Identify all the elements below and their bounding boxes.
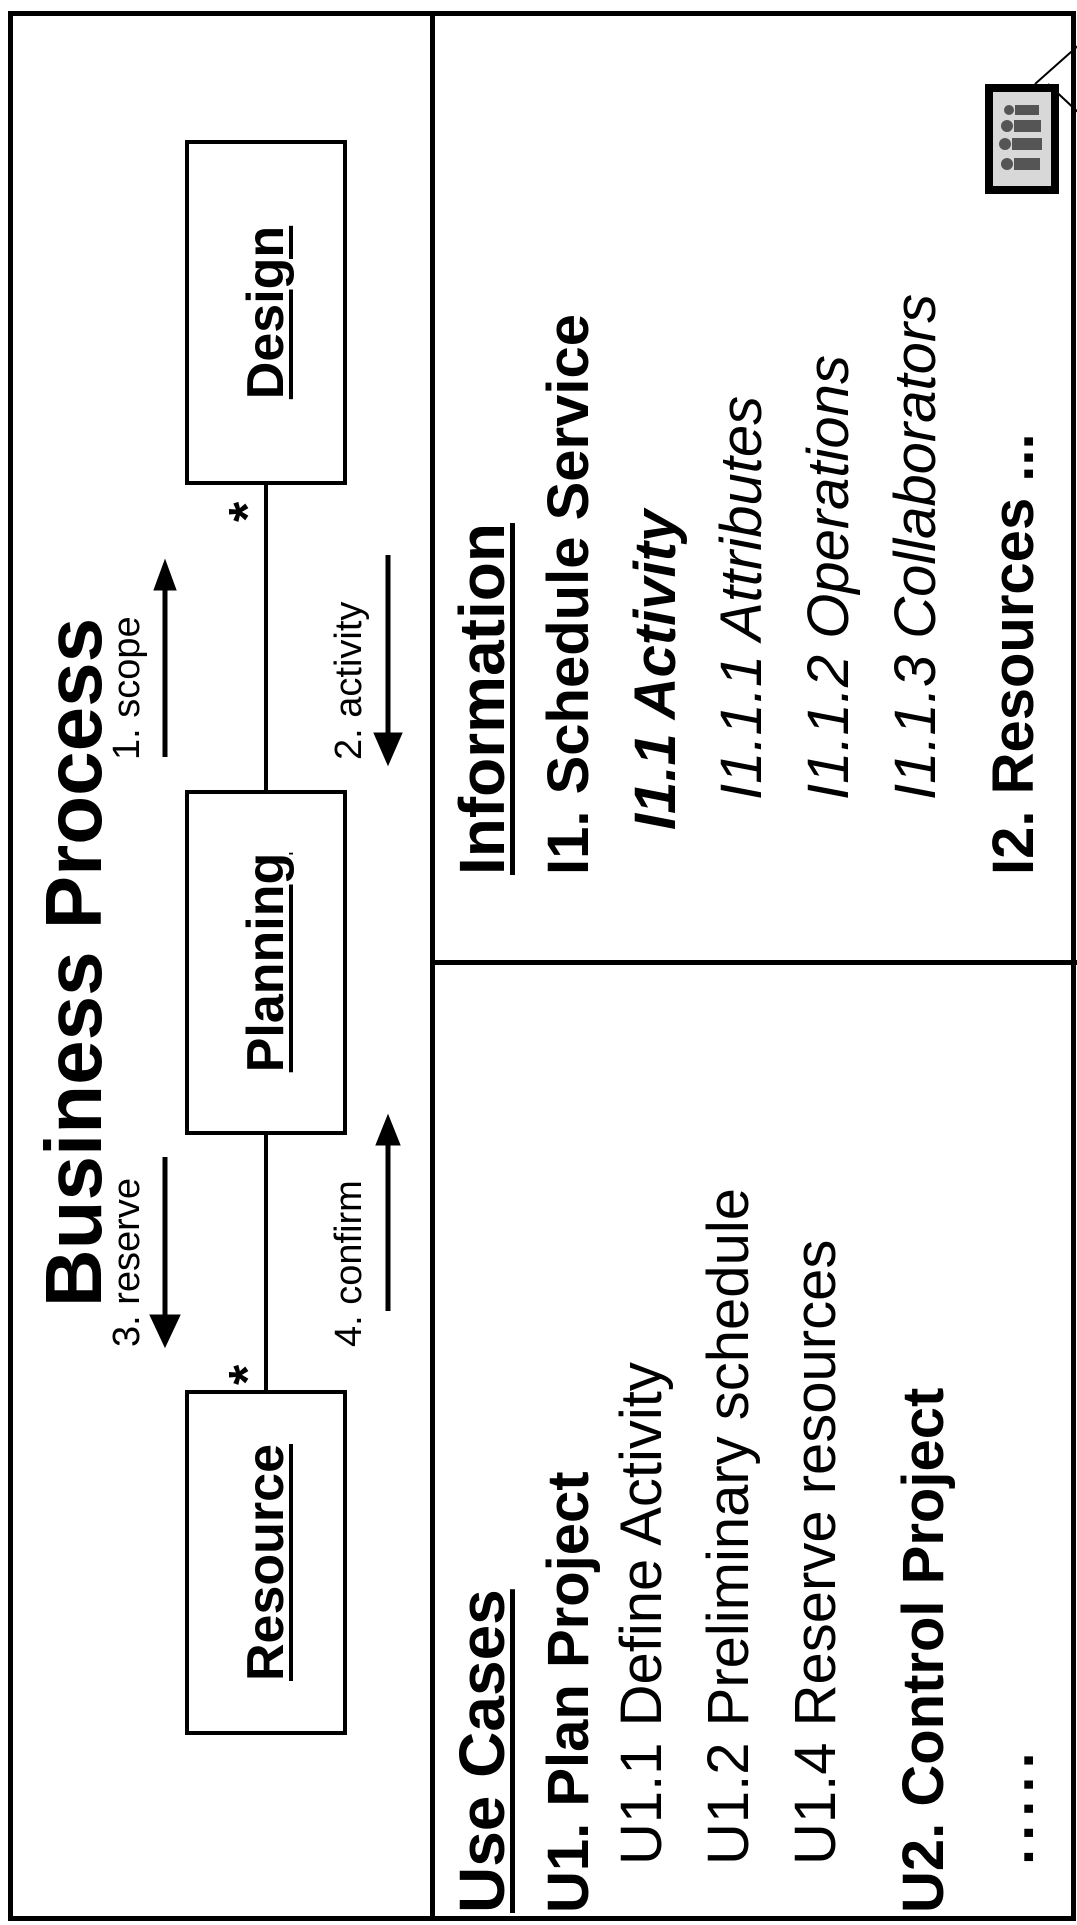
information-item: I1.1.2 Operations — [796, 355, 861, 800]
people-icon-graphic — [993, 92, 1051, 186]
people-icon — [985, 84, 1059, 194]
information-heading: Information — [446, 523, 518, 875]
use-case-item: U1.2 Preliminary schedule — [696, 1188, 761, 1865]
use-case-item: U2. Control Project — [891, 1387, 956, 1913]
information-item: I1. Schedule Service — [536, 314, 601, 875]
use-case-item: U1.1 Define Activity — [609, 1362, 674, 1865]
information-item: I1.1 Activity — [623, 509, 688, 830]
use-cases-heading: Use Cases — [446, 1589, 518, 1913]
arrow-reserve — [149, 1157, 181, 1349]
information-item: I2. Resources ... — [981, 433, 1046, 875]
information-item: I1.1.1 Attributes — [709, 395, 774, 800]
use-case-item: ..... — [981, 1744, 1046, 1865]
callout-lines — [1034, 43, 1077, 115]
arrow-confirm — [375, 1113, 401, 1311]
use-case-item: U1. Plan Project — [536, 1471, 601, 1913]
arrow-activity — [373, 555, 403, 767]
information-item: I1.1.3 Collaborators — [883, 293, 948, 800]
arrow-scope — [153, 558, 177, 757]
use-case-item: U1.4 Reserve resources — [783, 1239, 848, 1865]
